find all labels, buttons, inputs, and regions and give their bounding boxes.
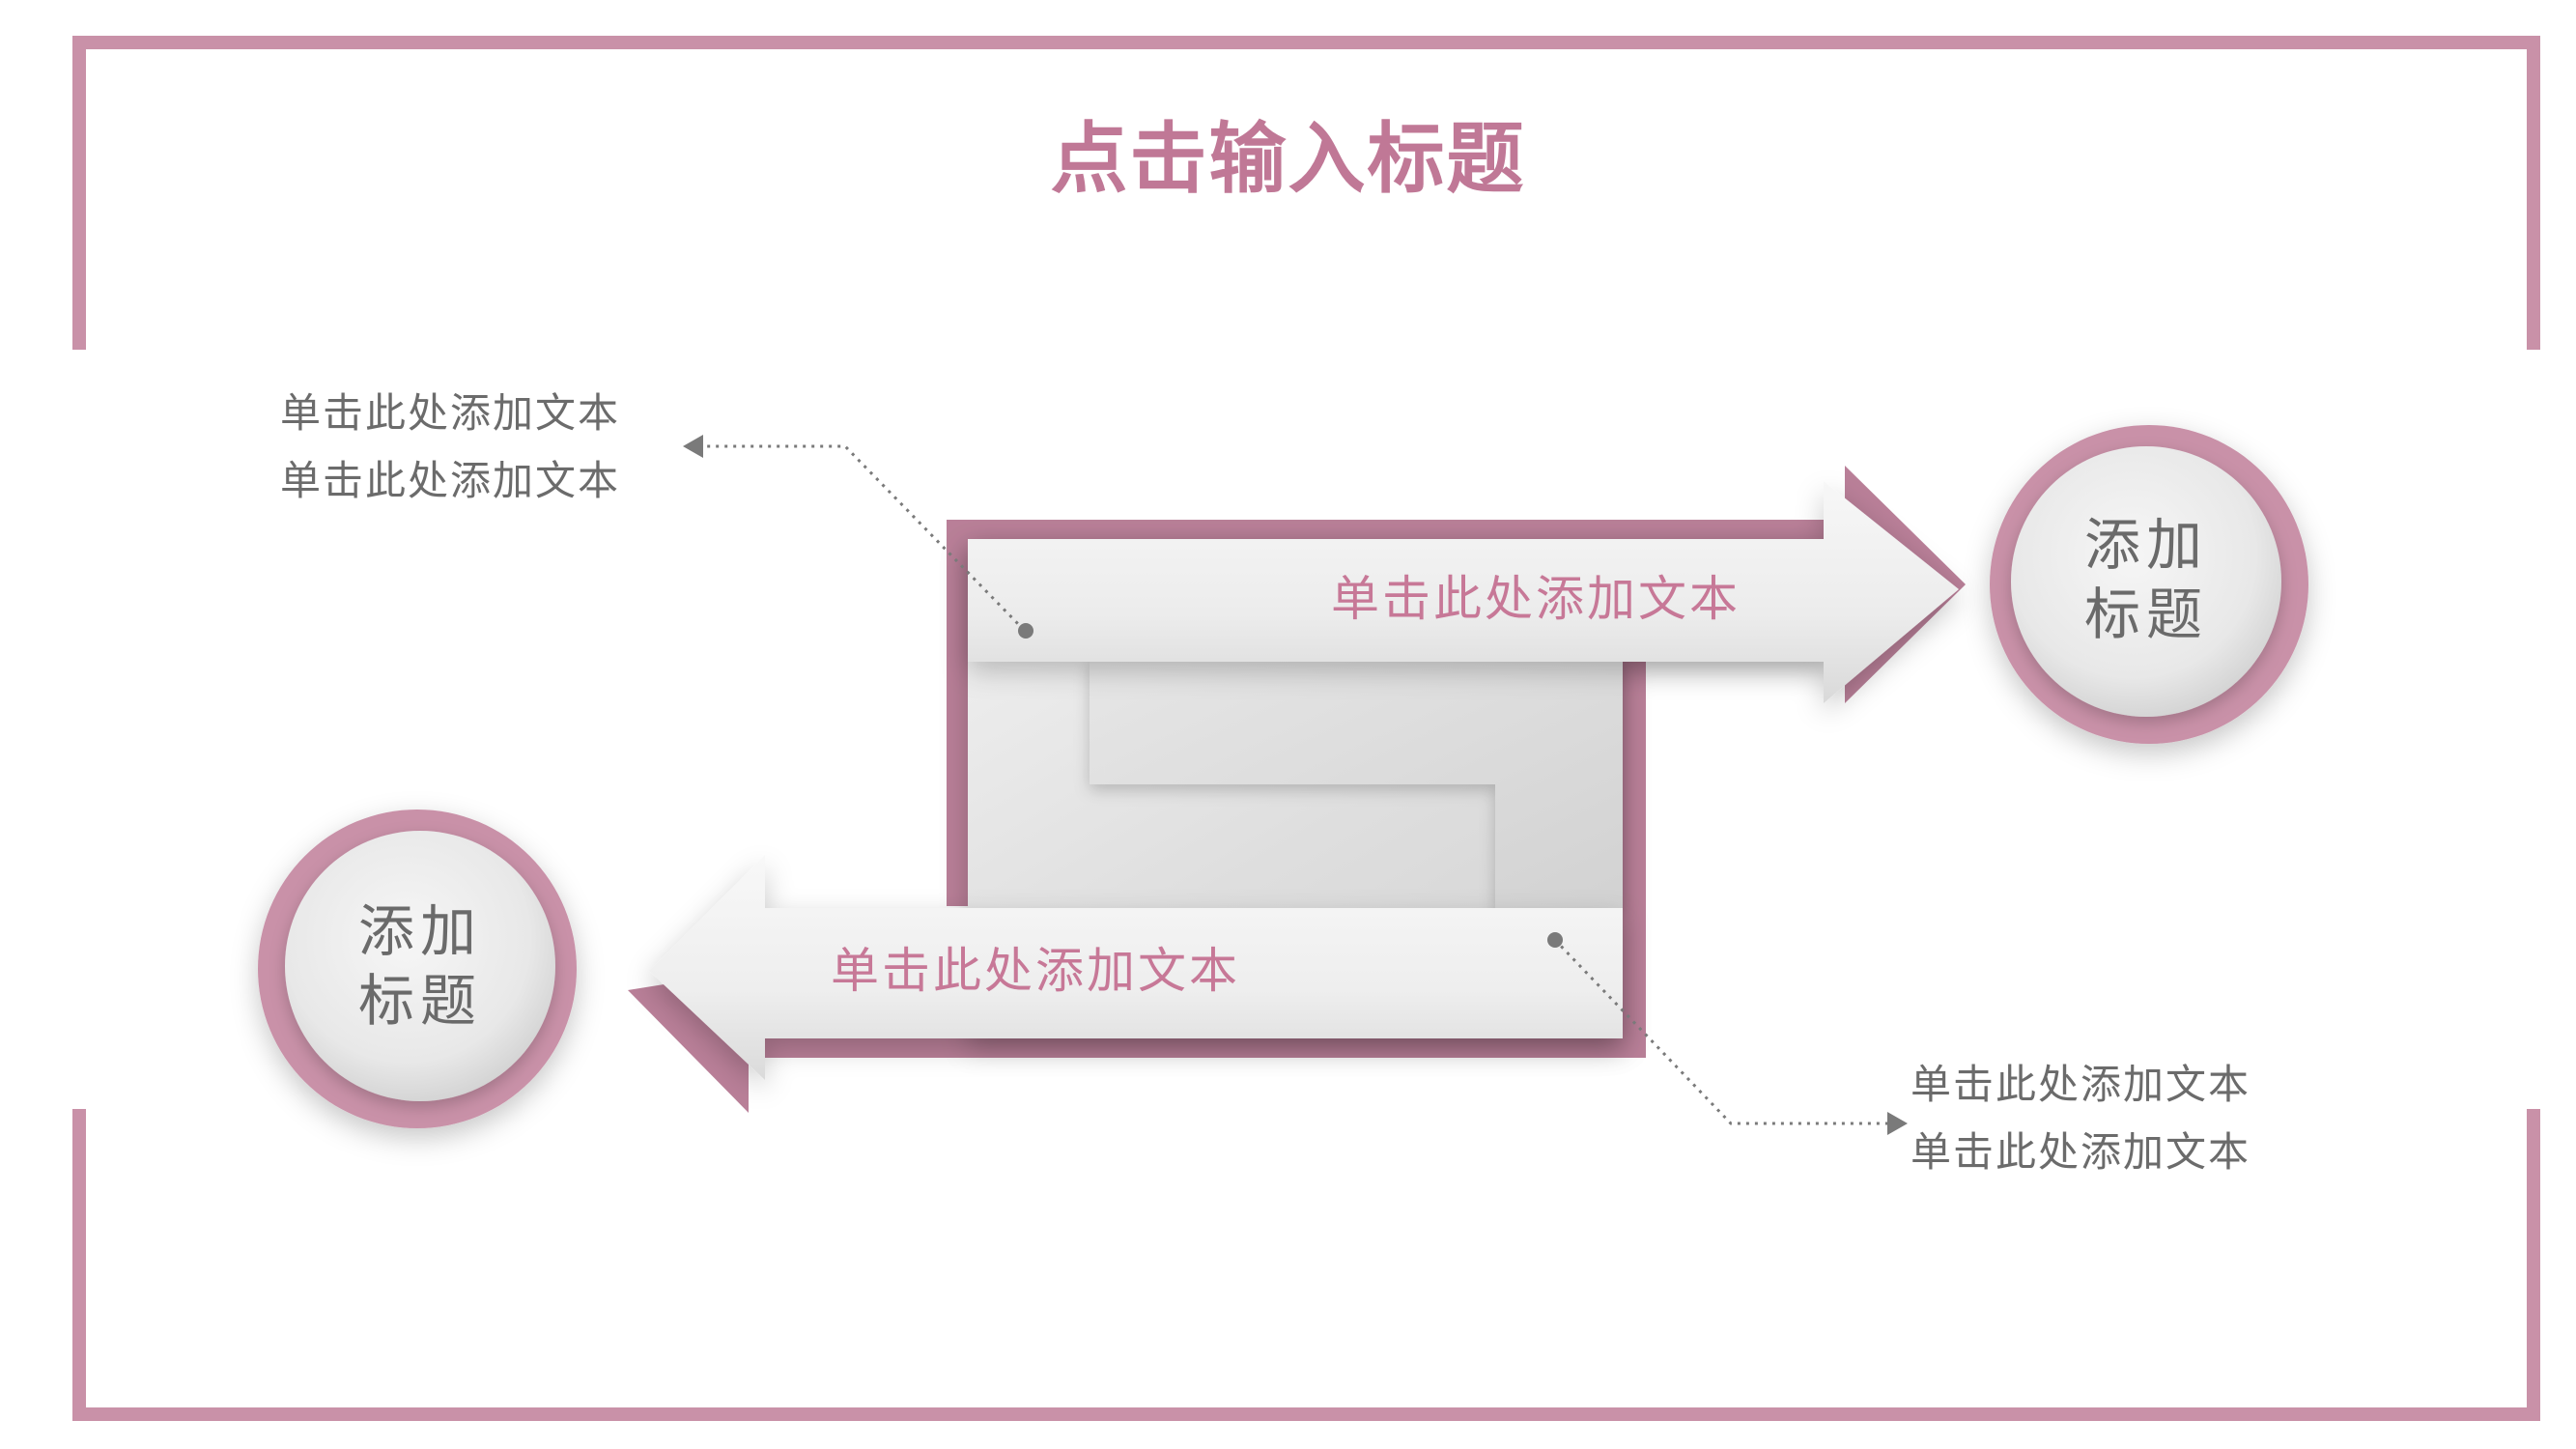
frame-top bbox=[72, 36, 2540, 49]
connector-dot bbox=[1547, 932, 1563, 948]
connector-arrowhead bbox=[1887, 1112, 1908, 1135]
arrow-left-label[interactable]: 单击此处添加文本 bbox=[831, 943, 1240, 999]
frame-bottom bbox=[72, 1407, 2540, 1421]
circle-right-line1: 添加 bbox=[2083, 512, 2208, 578]
circle-left[interactable] bbox=[258, 810, 577, 1128]
circle-right-line2: 标题 bbox=[2083, 582, 2208, 647]
arrow-left bbox=[649, 855, 1623, 1080]
note-bottom-right-line2: 单击此处添加文本 bbox=[1911, 1128, 2251, 1176]
connector-dot bbox=[1018, 623, 1033, 639]
note-top-left-line2: 单击此处添加文本 bbox=[280, 457, 621, 504]
connector-arrowhead bbox=[683, 435, 703, 458]
note-bottom-right[interactable]: 单击此处添加文本 单击此处添加文本 bbox=[1911, 1051, 2250, 1186]
note-bottom-right-line1: 单击此处添加文本 bbox=[1911, 1061, 2251, 1108]
note-top-left[interactable]: 单击此处添加文本 单击此处添加文本 bbox=[280, 380, 620, 515]
slide-title[interactable]: 点击输入标题 bbox=[1050, 114, 1526, 204]
arrow-right bbox=[968, 481, 1959, 703]
circle-right-label[interactable]: 添加 标题 bbox=[2021, 510, 2272, 649]
circle-left-line1: 添加 bbox=[357, 898, 482, 964]
circle-left-label[interactable]: 添加 标题 bbox=[295, 896, 546, 1036]
s-panel-inner bbox=[1090, 657, 1623, 908]
arrow-right-label[interactable]: 单击此处添加文本 bbox=[1331, 571, 1741, 627]
connector-top-left bbox=[683, 435, 1033, 639]
frame-right-bottom bbox=[2527, 1109, 2540, 1421]
frame-right-top bbox=[2527, 36, 2540, 350]
circle-right[interactable] bbox=[1990, 425, 2308, 744]
note-top-left-line1: 单击此处添加文本 bbox=[280, 389, 621, 437]
circle-left-line2: 标题 bbox=[357, 968, 482, 1034]
connector-bottom-right bbox=[1547, 932, 1908, 1135]
frame-left-bottom bbox=[72, 1109, 86, 1421]
frame-left-top bbox=[72, 36, 86, 350]
